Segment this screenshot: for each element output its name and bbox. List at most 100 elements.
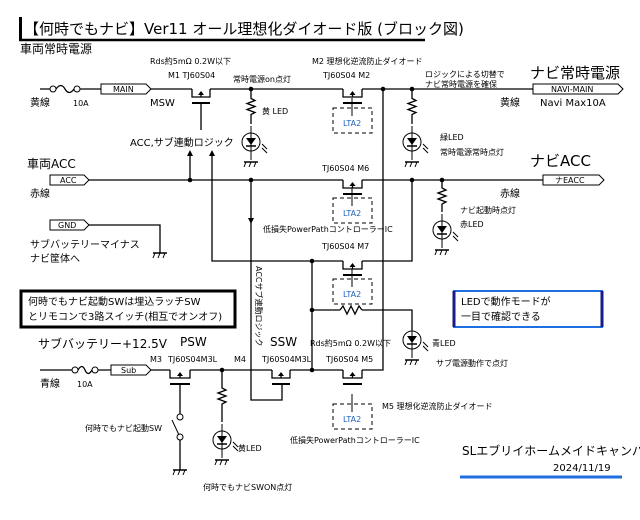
m6-label: TJ60S04 M6 [321,164,369,173]
arrow-down-icon [248,218,254,224]
ssw-label: SSW [270,335,297,349]
svg-text:MAIN: MAIN [113,85,134,94]
ground-icon [243,161,258,168]
arrow-up-icon [209,150,215,156]
fuse-rating: 10A [73,99,89,108]
resistor-icon [245,89,257,124]
blue-led-icon [402,324,429,358]
led-label: 黄 LED [262,106,288,116]
m5-desc: M5 理想化逆流防止ダイオード [382,401,493,411]
svg-text:GND: GND [58,221,76,230]
mosfet-m5-icon [342,370,363,385]
m2-label: TJ60S04 M2 [322,71,370,80]
title-bar [19,17,22,41]
svg-text:ACC: ACC [60,176,77,185]
latch-note-box: 何時でもナビ起動SWは埋込ラッチSW とリモコンで3路スイッチ(相互でオンオフ) [19,289,237,329]
ic-label: 低損失PowerPathコントローラーIC [263,224,393,234]
svg-text:ナEACC: ナEACC [555,176,585,185]
msw-label: MSW [150,98,175,109]
led-caption: 何時でもナビSWON点灯 [203,482,292,492]
svg-text:LEDで動作モードが: LEDで動作モードが [461,295,551,308]
wire-color-label: 黄線 [500,96,520,109]
junction-dot [248,177,254,183]
fuse-rating: 10A [77,380,93,389]
yellow-led-icon [212,424,239,458]
vehicle-acc-label: 車両ACC [27,157,76,171]
m4-part: TJ60S04M3L [261,355,312,364]
mosfet-m3-icon [169,370,191,385]
led-caption: 常時電源on点灯 [233,74,291,84]
red-led-icon [432,214,459,248]
lta2-label: LTA2 [343,290,361,299]
svg-text:NAVI-MAIN: NAVI-MAIN [551,85,593,94]
fuse-main-icon [49,84,81,94]
lta2-ic-m6: LTA2 [332,188,373,224]
vehicle-constant-label: 車両常時電源 [20,42,92,56]
tag-gnd: GND [49,219,90,231]
switch-label: 何時でもナビ起動SW [85,423,162,433]
resistor-icon [339,304,363,316]
junction-dot [219,367,225,373]
led-caption: サブ電源動作で点灯 [436,358,508,368]
date-label: 2024/11/19 [553,463,611,474]
logic-note: ロジックによる切替で [425,69,505,79]
ground-icon [172,469,187,476]
vertical-logic-label: ACCサブ連動ロジック [254,266,264,347]
junction-dot [439,177,445,183]
m1-label: M1 TJ60S04 [168,71,215,80]
tag-acc: ACC [49,174,90,186]
led-label: 赤LED [460,220,484,229]
yellow-led-icon [241,126,268,160]
tag-navi-acc: ナEACC [542,174,605,186]
green-led-icon [402,126,429,160]
logic-note: ナビ常時電源を確保 [425,79,497,89]
lta2-ic-m7: LTA2 [332,269,373,305]
junction-dot [187,177,193,183]
wire-color-label: 赤線 [30,187,50,200]
navi-constant-label: ナビ常時電源 [530,64,620,82]
led-label: 青LED [432,338,456,348]
m5-label: TJ60S04 M5 [325,355,373,364]
author-label: SLエブリイホームメイドキャンパー [462,443,640,458]
wire-color-label: 赤線 [500,187,520,200]
fuse-sub-icon [71,365,99,375]
led-label: 緑LED [440,132,464,142]
ground-icon [434,249,449,256]
gnd-caption: サブバッテリーマイナス [30,238,140,251]
junction-dot [309,258,315,264]
junction-dot [309,307,315,313]
led-mode-note-box: LEDで動作モードが 一目で確認できる [452,290,604,328]
ground-icon [404,359,419,366]
ground-icon [404,161,419,168]
svg-text:何時でもナビ起動SWは埋込ラッチSW: 何時でもナビ起動SWは埋込ラッチSW [28,295,201,308]
lta2-label: LTA2 [343,415,361,424]
gnd-caption: ナビ筐体へ [30,252,80,265]
junction-dot [248,86,254,92]
push-switch-icon [171,413,184,441]
svg-text:一目で確認できる: 一目で確認できる [461,310,541,323]
ground-icon [214,459,229,466]
lta2-ic-m2: LTA2 [332,98,373,134]
wire-color-label: 黄線 [30,96,50,109]
tag-navi-main: NAVI-MAIN [532,83,624,95]
junction-dot [409,86,415,92]
mosfet-m4-icon [271,370,291,385]
page-title: 【何時でもナビ】Ver11 オール理想化ダイオード版 (ブロック図) [24,20,464,38]
wires [40,88,543,470]
m7-label: TJ60S04 M7 [321,242,369,251]
ic-label: 低損失PowerPathコントローラーIC [290,435,420,445]
resistor-icon [216,370,228,422]
tag-sub: Sub [110,364,152,376]
led-caption: 常時電源常時点灯 [440,147,504,157]
junction-dot [409,177,415,183]
navi-max-label: Navi Max10A [540,98,606,109]
lta2-label: LTA2 [343,209,361,218]
rds-note: Rds約5mΩ 0.2W以下 [150,56,231,66]
lta2-ic-m5: LTA2 [332,394,373,430]
m3-part: TJ60S04M3L [167,355,218,364]
rds-note: Rds約5mΩ 0.2W以下 [310,338,391,348]
resistor-icon [436,180,448,212]
led-label: 黄LED [238,443,262,453]
m4-label: M4 [234,355,246,364]
